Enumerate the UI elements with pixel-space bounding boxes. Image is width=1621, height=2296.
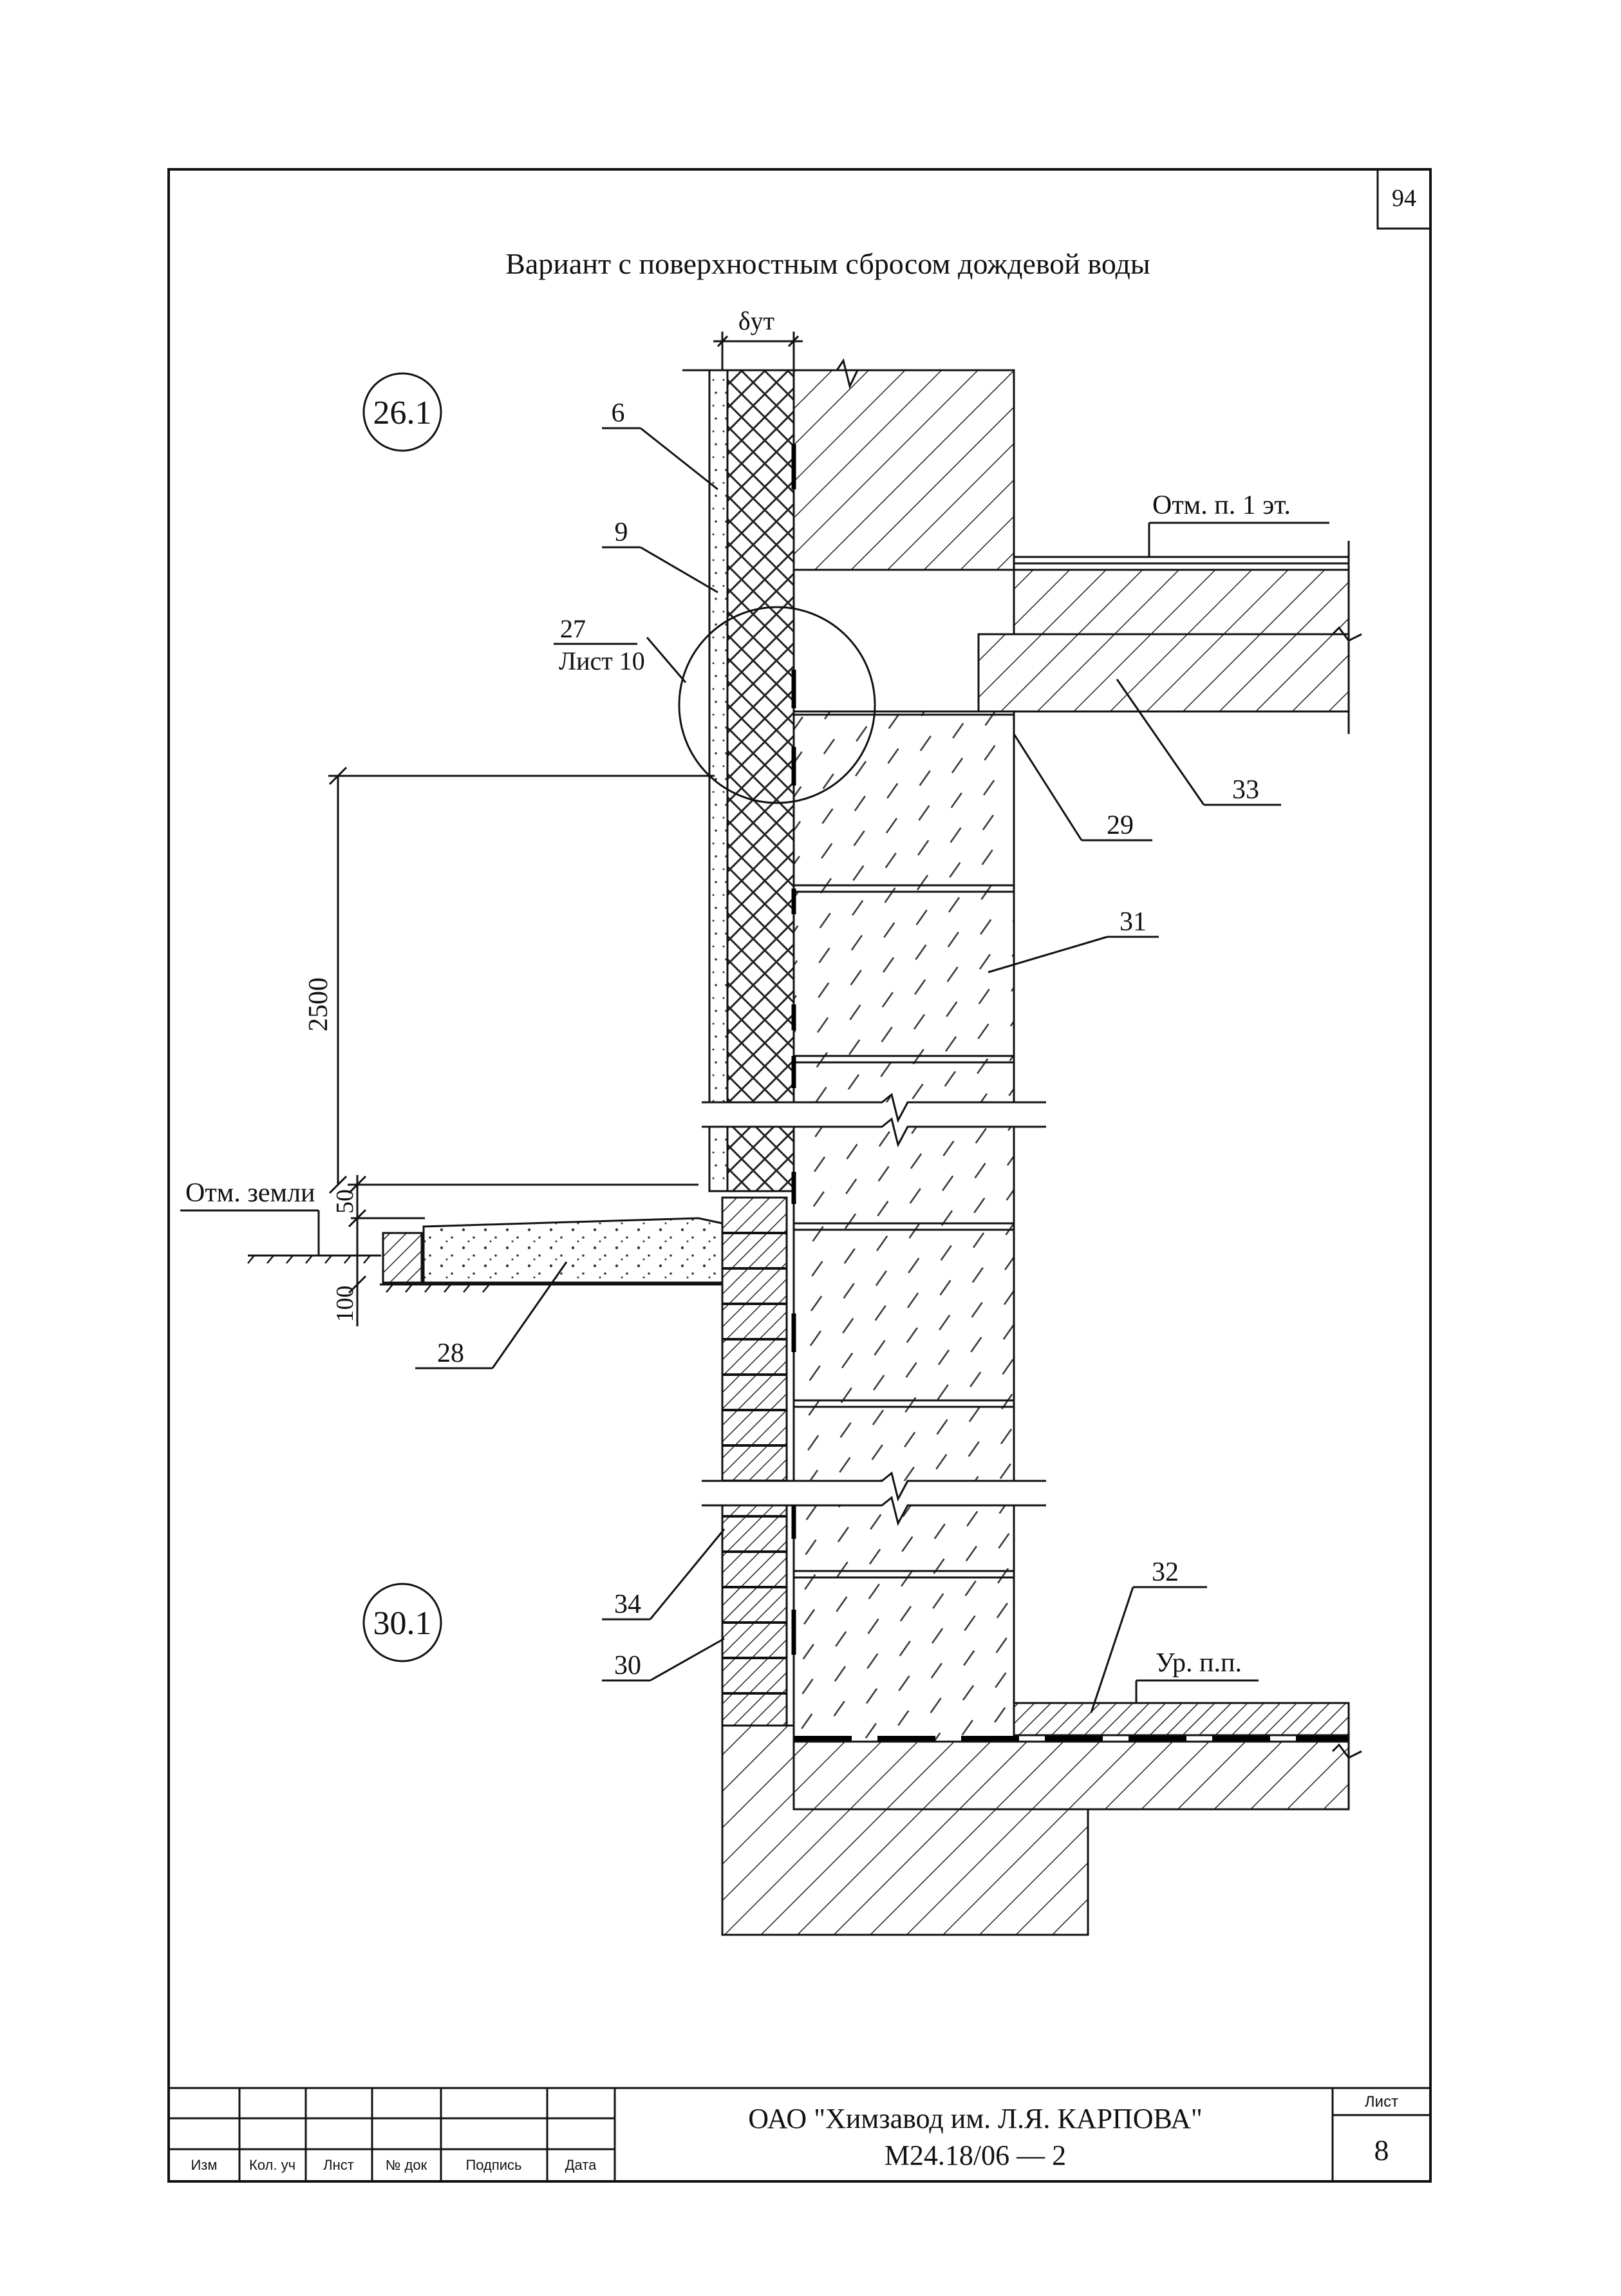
- callout-32: 32: [1152, 1557, 1179, 1587]
- detail-circle-27: [678, 606, 876, 804]
- block-wall: [792, 710, 1015, 1743]
- ground-hatch-2: [386, 1284, 490, 1293]
- callout-leaders: [415, 427, 1281, 1713]
- dimension-2500: 2500: [304, 977, 333, 1031]
- upper-wall-section: [792, 369, 1015, 571]
- curb-stone: [382, 1232, 423, 1284]
- callout-27-sheet: Лист 10: [559, 646, 645, 675]
- tb-col-kol: Кол. уч: [249, 2157, 295, 2173]
- callout-29: 29: [1107, 811, 1134, 840]
- callout-9: 9: [615, 518, 628, 547]
- block-joints: [794, 713, 1014, 1579]
- first-floor-level-text: Отм. п. 1 эт.: [1152, 491, 1291, 520]
- foundation-slab: [792, 1740, 1350, 1811]
- ground-level-text: Отм. земли: [185, 1178, 315, 1208]
- drawing-title: Вариант с поверхностным сбросом дождевой…: [505, 247, 1150, 280]
- plaster-layer: [708, 369, 729, 1192]
- node-circle-30-1: [362, 1583, 442, 1662]
- callout-27: 27: [560, 614, 586, 643]
- ground-level-mark: [180, 1209, 320, 1256]
- blind-area-28: [422, 1217, 724, 1284]
- plinth-brick-cladding: [721, 1196, 788, 1727]
- floor-level-mark: [1135, 1679, 1259, 1703]
- floor-slab: [1013, 569, 1350, 635]
- node-label-26-1: 26.1: [373, 395, 432, 431]
- height-dimension-2500: [328, 766, 715, 1194]
- tb-company: ОАО "Химзавод им. Л.Я. КАРПОВА": [748, 2103, 1203, 2134]
- insulation-layer: [726, 369, 795, 1192]
- thickness-dimension: [713, 332, 803, 370]
- callout-34: 34: [614, 1590, 641, 1619]
- slab-beam-33: [977, 633, 1350, 713]
- dimension-50: 50: [332, 1189, 359, 1214]
- tb-col-doc: № док: [386, 2157, 427, 2173]
- dimension-100: 100: [332, 1286, 359, 1322]
- floor-level-text: Ур. п.п.: [1156, 1648, 1242, 1678]
- callout-28: 28: [437, 1339, 464, 1368]
- small-dimensions: [348, 1175, 698, 1326]
- title-block: [169, 2087, 1430, 2181]
- thickness-symbol: δут: [738, 306, 774, 335]
- first-floor-level-mark: [1148, 522, 1329, 557]
- corner-number: 94: [1392, 185, 1416, 212]
- basement-floor-32: [1013, 1702, 1350, 1736]
- tb-col-date: Дата: [565, 2157, 597, 2173]
- callout-30: 30: [614, 1651, 641, 1680]
- callout-6: 6: [612, 399, 625, 428]
- node-circle-26-1: [362, 372, 442, 452]
- tb-sheet-label: Лист: [1365, 2093, 1398, 2111]
- callout-33: 33: [1232, 775, 1259, 805]
- ground-hatch: [247, 1255, 371, 1264]
- wall-break-gaps: [702, 1102, 1036, 1505]
- tb-col-list: Лнст: [323, 2157, 354, 2173]
- sheet-frame: [167, 168, 1432, 2183]
- callout-31: 31: [1120, 907, 1147, 937]
- node-label-30-1: 30.1: [373, 1605, 432, 1642]
- tb-sheet-number: 8: [1374, 2134, 1389, 2167]
- tb-document-code: М24.18/06 — 2: [885, 2140, 1066, 2171]
- corner-number-box: [1376, 168, 1432, 230]
- tb-col-signature: Подпись: [465, 2157, 521, 2173]
- tb-col-izm: Изм: [191, 2157, 217, 2173]
